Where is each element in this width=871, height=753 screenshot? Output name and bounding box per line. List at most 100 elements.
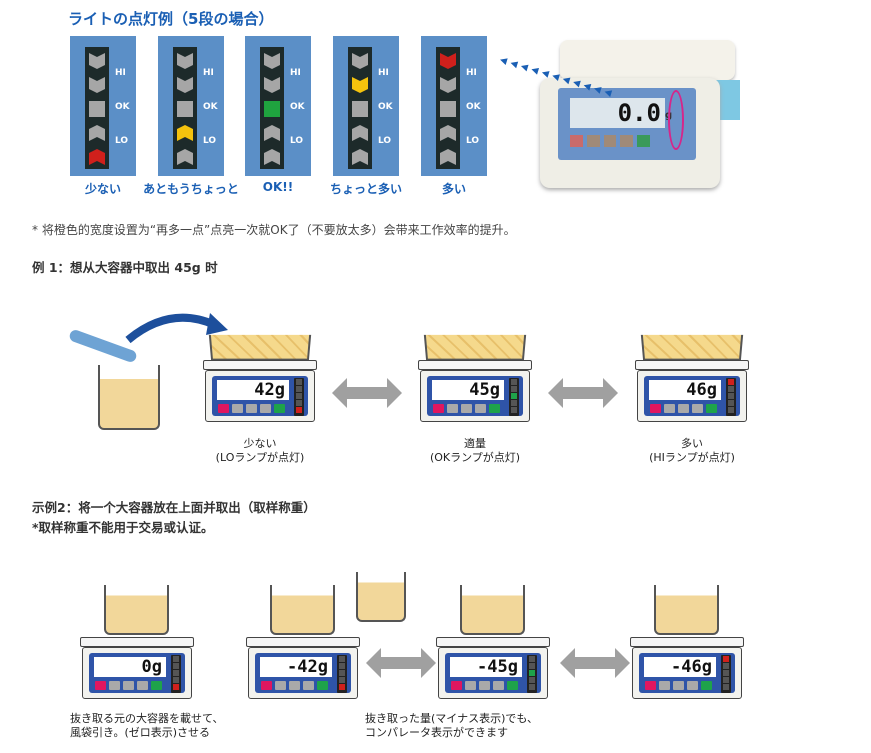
caption-line: 抜き取る元の大容器を載せて、 [70, 712, 224, 725]
scale-platform [203, 360, 317, 370]
scale-reading: -42g [260, 657, 332, 677]
caption-line: 風袋引き。(ゼロ表示)させる [70, 726, 211, 739]
lamp-label-lo: LO [466, 136, 480, 146]
caption-line: (HIランプが点灯) [649, 451, 735, 464]
scale-key [475, 404, 486, 413]
scale-key [274, 404, 285, 413]
scale-platform [630, 637, 744, 647]
container [104, 585, 169, 635]
scale-key [109, 681, 120, 690]
lamp-lo [440, 149, 456, 165]
comparator-lamps [527, 655, 537, 693]
scale-key [687, 681, 698, 690]
lamp-label-lo: LO [203, 136, 217, 146]
example2-caption-left: 抜き取る元の大容器を載せて、 風袋引き。(ゼロ表示)させる [70, 712, 224, 740]
scale-key [507, 681, 518, 690]
lamp-lo [264, 149, 280, 165]
scale-reading: 42g [217, 380, 289, 400]
scale-key [447, 404, 458, 413]
container [460, 585, 525, 635]
lamp-label-ok: OK [115, 102, 130, 112]
comparator-lamp [173, 677, 179, 683]
scale-key [489, 404, 500, 413]
scale-key [151, 681, 162, 690]
comparator-lamp [723, 656, 729, 662]
comparator-lamp [511, 400, 517, 406]
tray-with-items [423, 334, 527, 361]
scale-key [261, 681, 272, 690]
comparator-lamps [509, 378, 519, 416]
lamp-strip [260, 47, 284, 169]
comparator-lamp [511, 386, 517, 392]
lamp-hi [440, 53, 456, 69]
comparator-lamps [171, 655, 181, 693]
comparator-lamp [529, 670, 535, 676]
scale: 46g [637, 370, 747, 422]
scale: -42g [248, 647, 358, 699]
lamp-ok [89, 101, 105, 117]
comparator-lamp [723, 677, 729, 683]
lamp-label-ok: OK [290, 102, 305, 112]
scale-key [701, 681, 712, 690]
example1-heading: 例 1：想从大容器中取出 45g 时 [32, 260, 218, 275]
comparator-lamp [173, 663, 179, 669]
scale-reading: 46g [649, 380, 721, 400]
scale-key [137, 681, 148, 690]
scale-display-panel: -42g [255, 653, 351, 693]
comparator-lamp [296, 386, 302, 392]
comparator-lamp [173, 684, 179, 690]
scale-display-panel: 46g [644, 376, 740, 416]
lamp-caption: ちょっと多い [329, 182, 402, 196]
scale-key [232, 404, 243, 413]
lamp-label-ok: OK [378, 102, 393, 112]
comparator-lamp [511, 393, 517, 399]
caption-line: 多い [681, 437, 703, 450]
lamp-lo-1 [89, 125, 105, 141]
scale-key [451, 681, 462, 690]
scale: 45g [420, 370, 530, 422]
double-arrow-icon [332, 378, 402, 408]
tray-with-items [208, 334, 312, 361]
product-display-reading: 0.0 [570, 98, 665, 128]
comparator-lamp [296, 400, 302, 406]
lamp-ok [352, 101, 368, 117]
scale-display-panel: 0g [89, 653, 185, 693]
lamp-label-hi: HI [203, 68, 214, 78]
comparator-lamp [296, 407, 302, 413]
page-title: ライトの点灯例（5段の場合） [68, 10, 274, 28]
scale-key [433, 404, 444, 413]
lamp-label-lo: LO [378, 136, 392, 146]
lamp-hi [264, 53, 280, 69]
comparator-lamp [339, 663, 345, 669]
comparator-lamp [723, 663, 729, 669]
lamp-label-hi: HI [466, 68, 477, 78]
lamp-lo [89, 149, 105, 165]
comparator-lamp [296, 393, 302, 399]
lamp-lo-1 [177, 125, 193, 141]
caption-line: 少ない [243, 437, 277, 450]
lamp-hi-1 [177, 77, 193, 93]
scale-display-panel: -45g [445, 653, 541, 693]
comparator-lamp [296, 379, 302, 385]
scale-caption: 適量(OKランプが点灯) [420, 437, 530, 465]
caption-line: 抜き取った量(マイナス表示)でも、 [365, 712, 539, 725]
lamp-caption: あともうちょっと [143, 182, 239, 196]
scale-key [493, 681, 504, 690]
lamp-lo-1 [352, 125, 368, 141]
scale-key [650, 404, 661, 413]
comparator-lamp [529, 663, 535, 669]
scale-key [673, 681, 684, 690]
lamp-strip [85, 47, 109, 169]
comparator-lamp [728, 407, 734, 413]
lamp-label-lo: LO [115, 136, 129, 146]
comparator-lamp [339, 684, 345, 690]
lamp-hi-1 [89, 77, 105, 93]
comparator-lamps [294, 378, 304, 416]
lamp-caption: 多い [441, 182, 466, 196]
lamp-caption: OK!! [262, 180, 294, 194]
scale-platform [635, 360, 749, 370]
scale-key [218, 404, 229, 413]
scale-platform [418, 360, 532, 370]
